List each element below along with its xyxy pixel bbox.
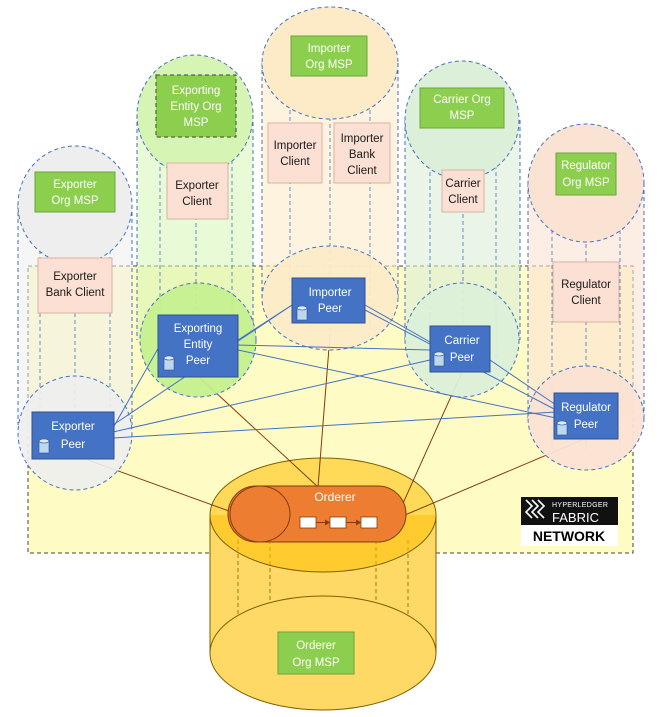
regulator-msp-line2: Org MSP — [562, 177, 610, 189]
importer-client-line1: Importer — [274, 140, 317, 152]
importer-msp-line1: Importer — [308, 43, 351, 55]
carrier-peer: Carrier Peer — [429, 325, 491, 373]
exporting-entity-msp-line1: Exporting — [172, 85, 221, 97]
importer-msp: Importer Org MSP — [290, 35, 368, 77]
carrier-client: Carrier Client — [441, 169, 485, 213]
exporter-bank-client-line1: Exporter — [53, 271, 97, 283]
orderer-msp: Orderer Org MSP — [277, 631, 355, 675]
exporter-msp-line2: Org MSP — [51, 195, 99, 207]
exporting-entity-msp-line3: MSP — [184, 117, 209, 129]
exporter-bank-client-line2: Bank Client — [46, 287, 106, 299]
database-icon — [38, 438, 50, 454]
importer-bank-client-line2: Bank — [349, 149, 375, 161]
database-icon — [163, 355, 175, 371]
fabric-logo-icon — [524, 499, 546, 519]
logo-line2: FABRIC — [552, 510, 599, 525]
orderer-msp-line1: Orderer — [296, 640, 336, 652]
importer-msp-line2: Org MSP — [305, 59, 353, 71]
exporting-entity-peer-line1: Exporting — [174, 323, 223, 335]
regulator-msp-line1: Regulator — [561, 160, 611, 172]
regulator-peer: Regulator Peer — [553, 392, 619, 440]
logo-line1: HYPERLEDGER — [552, 502, 608, 509]
exporting-entity-peer-line3: Peer — [186, 355, 210, 367]
carrier-peer-line2: Peer — [450, 352, 474, 364]
hyperledger-fabric-logo: HYPERLEDGER FABRIC NETWORK — [521, 497, 618, 546]
database-icon — [433, 351, 445, 367]
carrier-msp-line1: Carrier Org — [433, 94, 491, 106]
regulator-peer-line1: Regulator — [561, 402, 611, 414]
exporter-client-line2: Client — [182, 196, 212, 208]
exporter-msp: Exporter Org MSP — [34, 171, 116, 213]
importer-peer-line2: Peer — [318, 303, 342, 315]
exporter-peer: Exporter Peer — [31, 411, 115, 460]
database-icon — [296, 305, 308, 321]
exporter-msp-line1: Exporter — [53, 179, 97, 191]
exporter-bank-client: Exporter Bank Client — [37, 257, 113, 314]
importer-peer-line1: Importer — [309, 287, 352, 299]
exporting-entity-msp-line2: Entity Org — [170, 101, 221, 113]
importer-client: Importer Client — [267, 122, 323, 184]
regulator-client: Regulator Client — [552, 261, 620, 323]
carrier-client-line2: Client — [448, 194, 478, 206]
exporter-peer-line1: Exporter — [51, 421, 95, 433]
orderer-label: Orderer — [314, 490, 355, 504]
regulator-peer-line2: Peer — [574, 419, 598, 431]
carrier-client-line1: Carrier — [445, 178, 480, 190]
block-chain-icon — [299, 516, 378, 529]
database-icon — [556, 420, 568, 436]
exporter-peer-line2: Peer — [61, 439, 85, 451]
exporting-entity-msp: Exporting Entity Org MSP — [155, 74, 237, 138]
exporter-client: Exporter Client — [166, 162, 229, 220]
network-label: NETWORK — [533, 528, 605, 544]
importer-bank-client: Importer Bank Client — [333, 122, 391, 184]
exporter-client-line1: Exporter — [175, 180, 219, 192]
exporting-entity-peer-line2: Entity — [184, 339, 213, 351]
carrier-msp: Carrier Org MSP — [419, 87, 505, 129]
regulator-msp: Regulator Org MSP — [555, 152, 617, 196]
regulator-client-line1: Regulator — [561, 279, 611, 291]
exporting-entity-peer: Exporting Entity Peer — [157, 314, 239, 378]
importer-bank-client-line3: Client — [347, 165, 377, 177]
importer-client-line2: Client — [280, 156, 310, 168]
orderer-msp-line2: Org MSP — [292, 657, 340, 669]
orderer-service: Orderer — [227, 485, 407, 543]
regulator-client-line2: Client — [571, 295, 601, 307]
importer-bank-client-line1: Importer — [341, 133, 384, 145]
importer-peer: Importer Peer — [291, 277, 366, 324]
carrier-peer-line1: Carrier — [444, 335, 479, 347]
carrier-msp-line2: MSP — [450, 110, 475, 122]
